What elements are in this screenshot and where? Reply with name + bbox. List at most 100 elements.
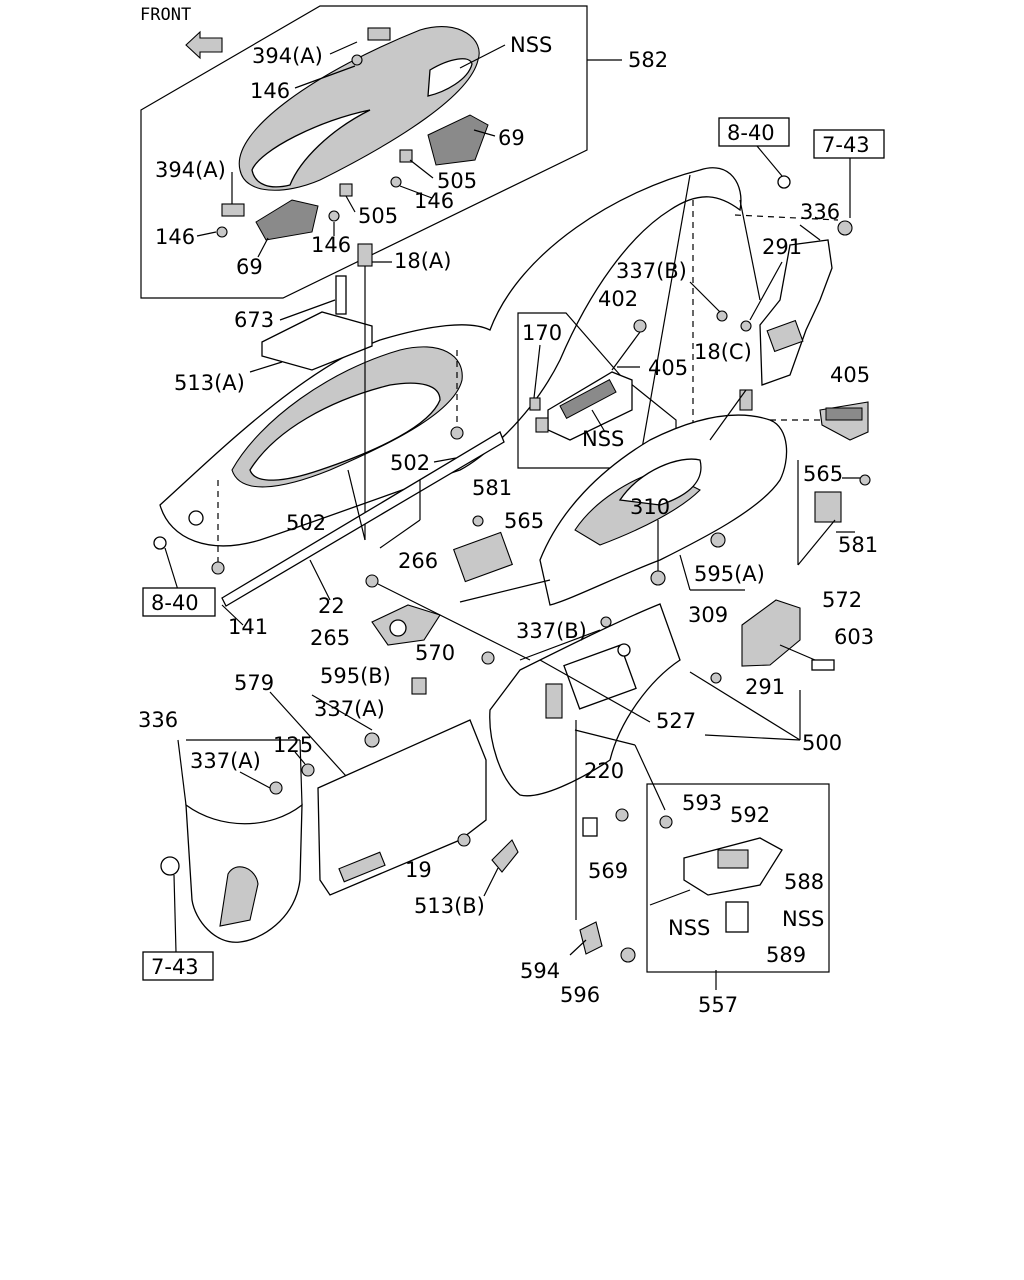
screw-146-left — [216, 226, 228, 238]
callout-69-right: 69 — [498, 126, 525, 150]
callout-588: 588 — [784, 870, 824, 894]
callout-125: 125 — [273, 733, 313, 757]
callout-nss-top: NSS — [510, 33, 552, 57]
clip-337a-left — [269, 781, 283, 795]
screw-581-mid — [472, 515, 484, 527]
left-trim-group — [142, 587, 303, 981]
callout-336-top: 336 — [800, 200, 840, 224]
clip-394a-top — [367, 27, 391, 41]
callout-22: 22 — [318, 594, 345, 618]
callout-18c: 18(C) — [694, 340, 752, 364]
screw-596 — [620, 947, 636, 963]
callout-146-lower: 146 — [311, 233, 351, 257]
callout-592: 592 — [730, 803, 770, 827]
callout-572: 572 — [822, 588, 862, 612]
callout-570: 570 — [415, 641, 455, 665]
screw-402 — [633, 319, 647, 333]
callout-337b-mid: 337(B) — [516, 619, 587, 643]
right-trim-group — [639, 117, 885, 461]
callout-405-right: 405 — [830, 363, 870, 387]
clip-125 — [301, 763, 315, 777]
screw-220 — [615, 808, 629, 822]
ref-box-8-40-left — [142, 587, 216, 617]
callout-513b: 513(B) — [414, 894, 485, 918]
callout-589: 589 — [766, 943, 806, 967]
vent-group — [517, 312, 677, 469]
callout-146-top: 146 — [250, 79, 290, 103]
screw-19 — [457, 833, 471, 847]
ref-box-7-43-top — [813, 129, 885, 159]
screw-593 — [659, 815, 673, 829]
dashboard-upper — [153, 167, 742, 626]
callout-505-right: 505 — [437, 169, 477, 193]
screw-603 — [811, 659, 835, 671]
callout-141: 141 — [228, 615, 268, 639]
bracket-569 — [582, 817, 598, 837]
bracket-513b — [491, 839, 519, 873]
screw-146-lower — [328, 210, 340, 222]
callout-402: 402 — [598, 287, 638, 311]
screw-266 — [365, 574, 379, 588]
clip-291-mid — [710, 672, 722, 684]
clip-595a — [710, 532, 726, 548]
callout-527: 527 — [656, 709, 696, 733]
callout-291-mid: 291 — [745, 675, 785, 699]
callout-405-box: 405 — [648, 356, 688, 380]
callout-603: 603 — [834, 625, 874, 649]
callout-337b-top: 337(B) — [616, 259, 687, 283]
callout-596: 596 — [560, 983, 600, 1007]
callout-500: 500 — [802, 731, 842, 755]
callout-146-left: 146 — [155, 225, 195, 249]
callout-19: 19 — [405, 858, 432, 882]
group-582-frame — [140, 5, 588, 299]
callout-565-mid: 565 — [504, 509, 544, 533]
bracket-513a — [261, 311, 373, 371]
ref-7-43-top: 7-43 — [822, 133, 870, 157]
callout-582: 582 — [628, 48, 668, 72]
callout-673: 673 — [234, 308, 274, 332]
glove-box-group — [269, 691, 519, 897]
clip-505-right — [399, 149, 413, 163]
vent-group-frame — [517, 312, 677, 469]
callout-220: 220 — [584, 759, 624, 783]
callout-337a-left: 337(A) — [190, 749, 261, 773]
callout-595a: 595(A) — [694, 562, 765, 586]
callout-502-top: 502 — [390, 451, 430, 475]
ref-8-40-top: 8-40 — [727, 121, 775, 145]
console-557-group — [569, 783, 830, 990]
clip-595b — [411, 677, 427, 695]
ref-7-43-bottom: 7-43 — [151, 955, 199, 979]
group-557-frame — [646, 783, 830, 973]
trim-strip-502 — [221, 431, 505, 607]
ref-box-8-40-top — [718, 117, 790, 147]
callout-502-left: 502 — [286, 511, 326, 535]
callout-nss-box: NSS — [582, 427, 624, 451]
bracket-589 — [725, 901, 749, 933]
callout-310: 310 — [630, 495, 670, 519]
callout-593: 593 — [682, 791, 722, 815]
callout-337a-mid: 337(A) — [314, 697, 385, 721]
map-lamp-left — [255, 199, 319, 241]
callout-581-right: 581 — [838, 533, 878, 557]
side-trim-336-right — [759, 239, 833, 386]
clip-337a-mid — [364, 732, 380, 748]
callout-nss-lower-left: NSS — [668, 916, 710, 940]
callout-309: 309 — [688, 603, 728, 627]
screw-581-right — [859, 474, 871, 486]
clip-170-b — [535, 417, 549, 433]
front-arrow-icon — [185, 30, 223, 60]
bulb-310 — [650, 570, 666, 586]
lower-dash-group — [365, 574, 835, 920]
callout-513a: 513(A) — [174, 371, 245, 395]
callout-266: 266 — [398, 549, 438, 573]
front-indicator: FRONT — [140, 5, 223, 60]
callout-557: 557 — [698, 993, 738, 1017]
clip-170 — [529, 397, 541, 411]
map-lamp-right — [427, 114, 489, 166]
nut-337b-mid — [600, 616, 612, 628]
bolt-18a — [357, 243, 373, 267]
callout-69-left: 69 — [236, 255, 263, 279]
switch-panel-565-right — [814, 491, 842, 523]
callout-579: 579 — [234, 671, 274, 695]
clip-594 — [579, 921, 603, 955]
